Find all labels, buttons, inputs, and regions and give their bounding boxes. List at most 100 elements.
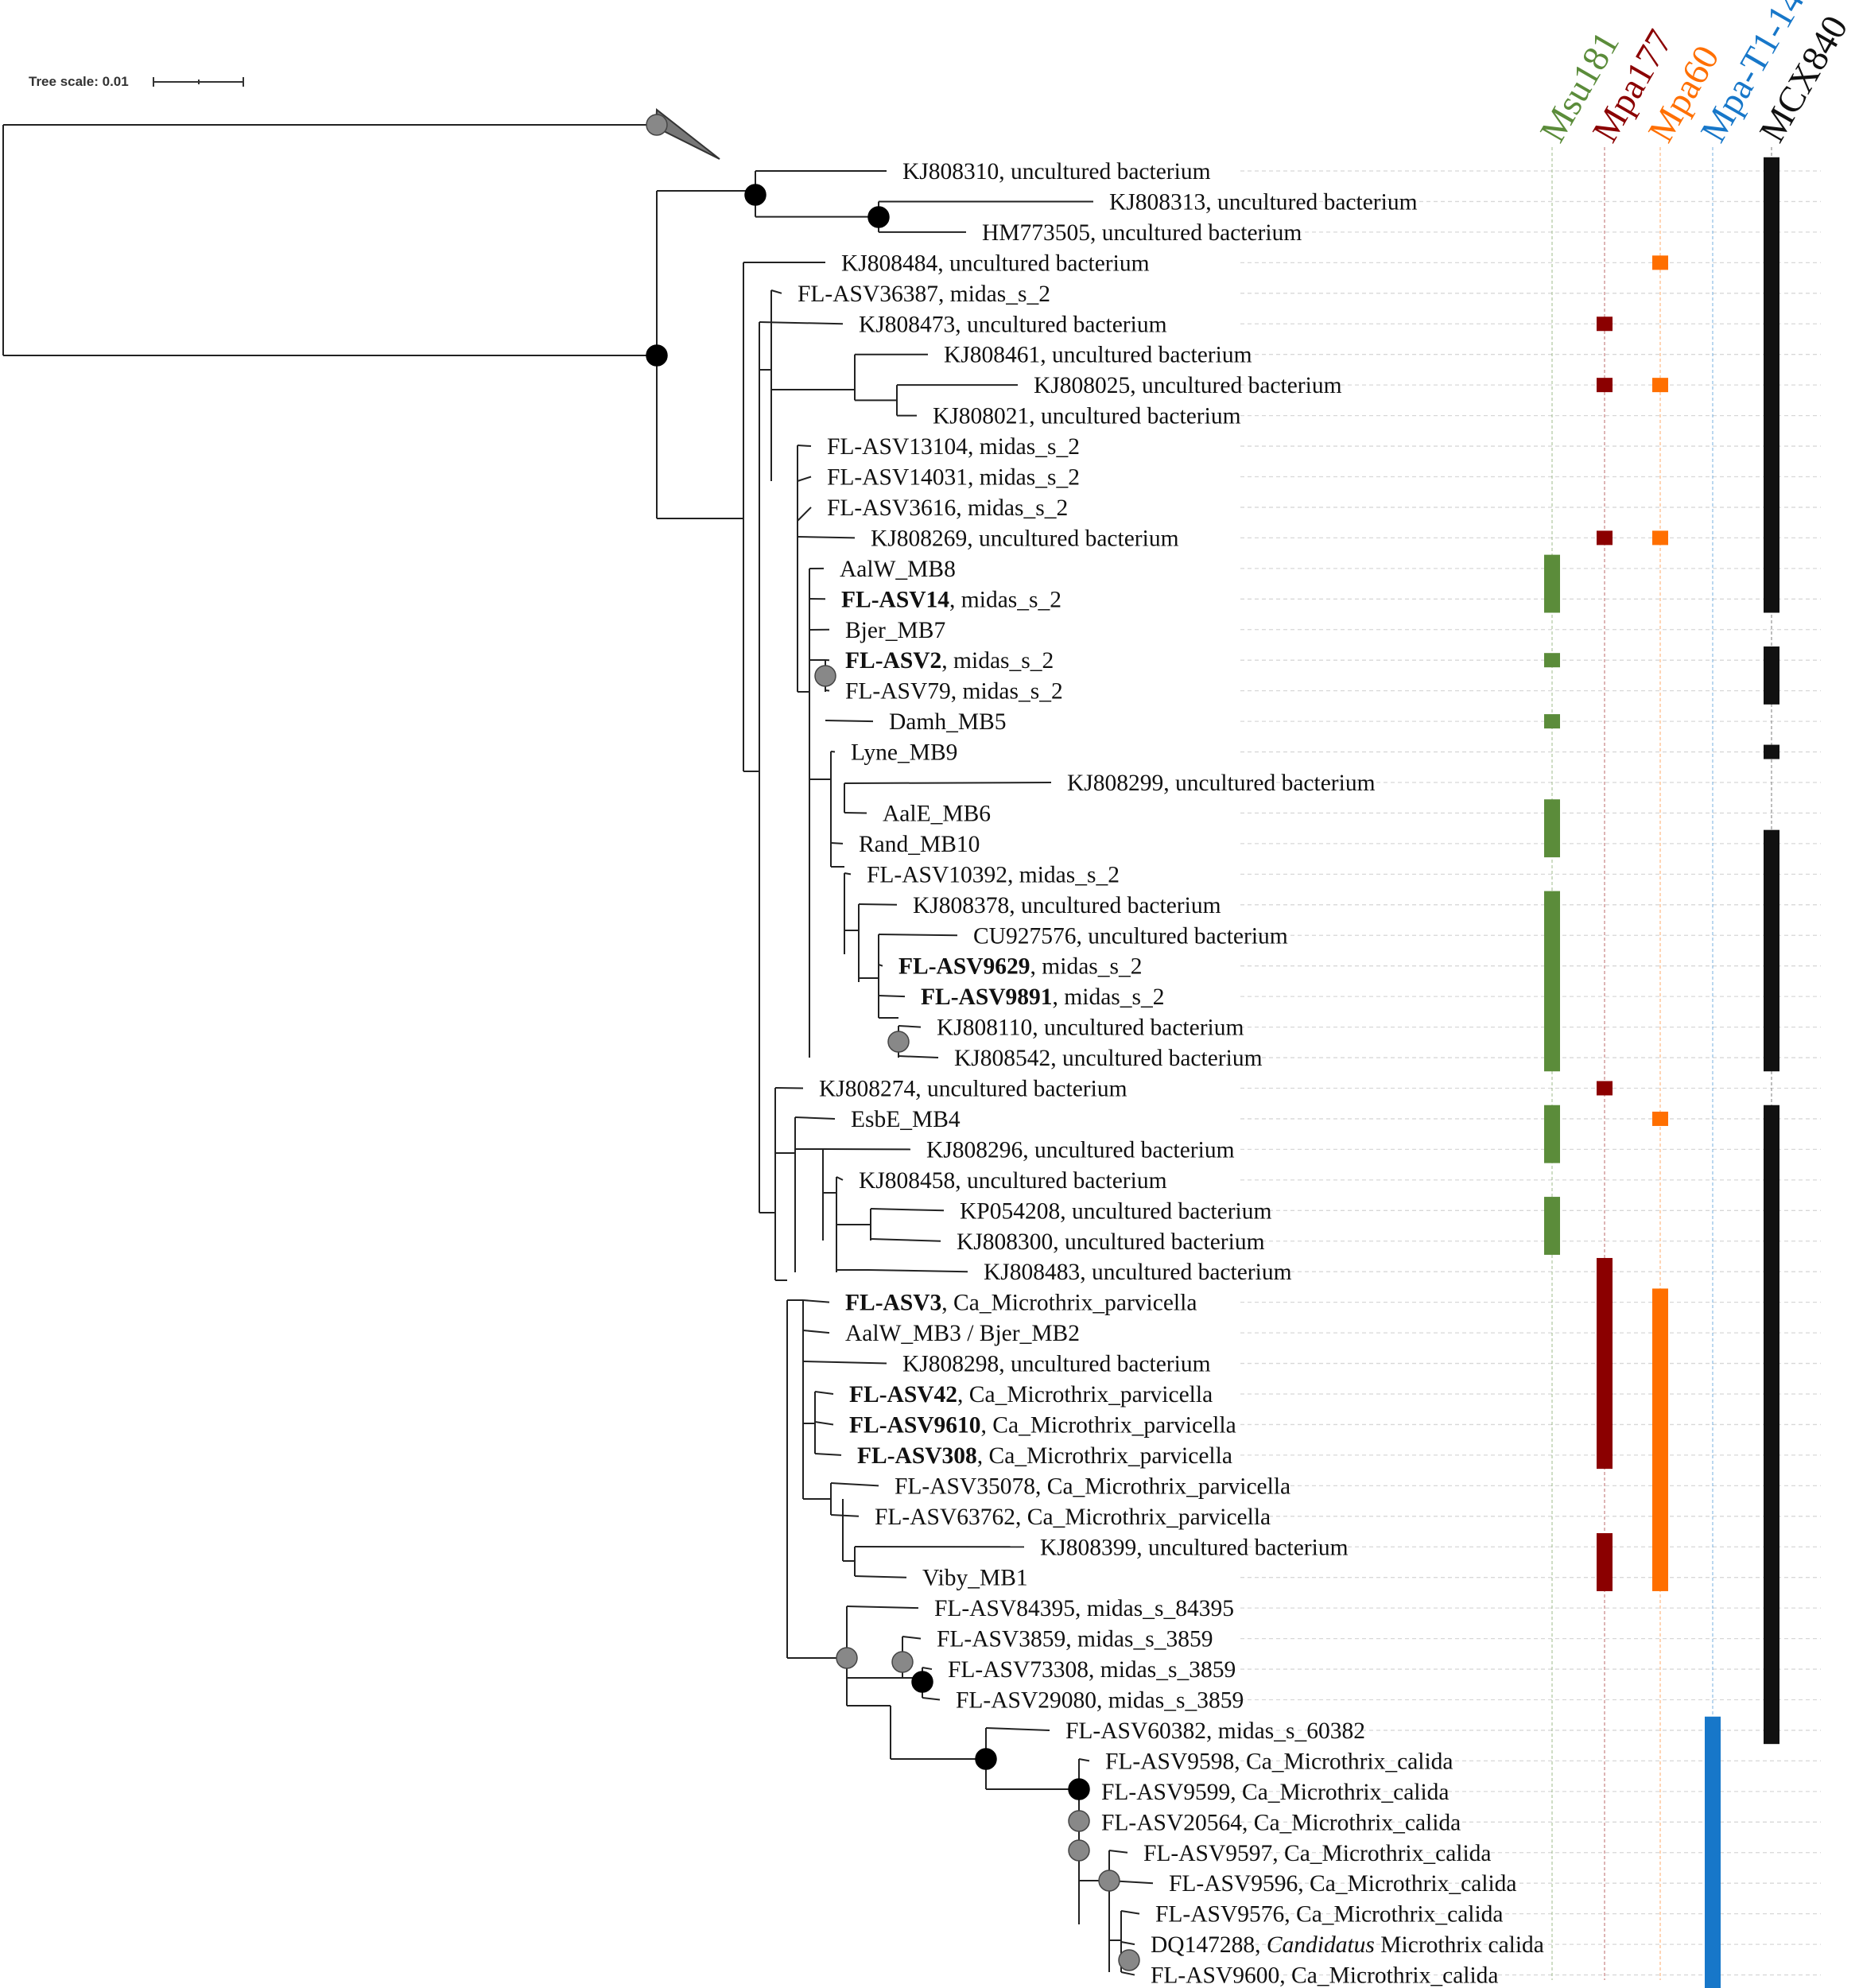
- tree-branch: [870, 1208, 945, 1212]
- leaf-label: FL-ASV42, Ca_Microthrix_parvicella: [849, 1382, 1213, 1408]
- bootstrap-node: [836, 1647, 858, 1669]
- leaf-label: AalE_MB6: [883, 801, 991, 826]
- bootstrap-node: [744, 184, 766, 206]
- tree-branch: [836, 1176, 844, 1181]
- leaf-label: FL-ASV3616, midas_s_2: [827, 495, 1068, 521]
- probe-match-bar: [1652, 378, 1668, 393]
- leaf-label: KJ808300, uncultured bacterium: [957, 1229, 1265, 1255]
- probe-match-bar: [1652, 255, 1668, 270]
- bootstrap-node: [1118, 1949, 1140, 1971]
- probe-match-bar: [1544, 799, 1560, 858]
- probe-match-bar: [1764, 1105, 1779, 1745]
- probe-match-bar: [1597, 316, 1613, 332]
- leaf-label: KJ808299, uncultured bacterium: [1067, 771, 1376, 796]
- leaf-label: Rand_MB10: [859, 832, 980, 857]
- tree-branch: [1120, 1910, 1140, 1915]
- tree-branch: [774, 1087, 804, 1089]
- leaf-guide-lines: [1240, 170, 1821, 1976]
- tree-branch: [1108, 1850, 1128, 1854]
- leaf-label: FL-ASV29080, midas_s_3859: [956, 1688, 1244, 1714]
- leaf-label: KJ808298, uncultured bacterium: [902, 1352, 1211, 1377]
- leaf-label: FL-ASV3, Ca_Microthrix_parvicella: [845, 1291, 1197, 1316]
- leaf-label: KJ808461, uncultured bacterium: [944, 343, 1252, 368]
- probe-match-bar: [1652, 1288, 1668, 1591]
- tree-branch: [759, 321, 844, 325]
- tree-branch: [825, 689, 830, 692]
- leaf-label: FL-ASV9610, Ca_Microthrix_parvicella: [849, 1412, 1236, 1438]
- probe-match-bar: [1764, 829, 1779, 1072]
- tree-scale-label: Tree scale: 0.01: [29, 74, 129, 89]
- leaf-label: KJ808269, uncultured bacterium: [871, 526, 1179, 551]
- tree-branch: [830, 1482, 879, 1487]
- leaf-label: AalW_MB3 / Bjer_MB2: [845, 1321, 1080, 1346]
- probe-match-bar: [1597, 1257, 1613, 1470]
- bootstrap-nodes: [646, 114, 1140, 1971]
- tree-branch: [878, 934, 958, 937]
- bootstrap-node: [1068, 1839, 1090, 1862]
- probe-match-bar: [1544, 554, 1560, 613]
- leaf-label: AalW_MB8: [840, 557, 956, 582]
- leaf-label: FL-ASV9598, Ca_Microthrix_calida: [1105, 1749, 1453, 1774]
- leaf-label: FL-ASV63762, Ca_Microthrix_parvicella: [875, 1505, 1271, 1530]
- tree-branch: [844, 782, 1052, 784]
- leaf-label: FL-ASV73308, midas_s_3859: [948, 1657, 1236, 1683]
- leaf-label: FL-ASV3859, midas_s_3859: [937, 1627, 1213, 1652]
- leaf-label: KJ808110, uncultured bacterium: [937, 1015, 1244, 1041]
- leaf-label: KJ808274, uncultured bacterium: [819, 1077, 1127, 1102]
- bootstrap-node: [887, 1031, 910, 1053]
- probe-match-bar: [1705, 1716, 1721, 1988]
- tree-branch: [1120, 1971, 1135, 1976]
- leaf-label: FL-ASV9891, midas_s_2: [921, 984, 1165, 1010]
- leaf-label: FL-ASV60382, midas_s_60382: [1065, 1718, 1365, 1744]
- leaf-label: KP054208, uncultured bacterium: [960, 1198, 1271, 1224]
- bootstrap-node: [646, 344, 668, 367]
- leaf-label: FL-ASV2, midas_s_2: [845, 648, 1054, 674]
- probe-match-bar: [1764, 646, 1779, 705]
- leaf-label: Viby_MB1: [922, 1566, 1028, 1591]
- leaf-label: KJ808025, uncultured bacterium: [1034, 373, 1342, 398]
- bootstrap-node: [1098, 1870, 1120, 1892]
- leaf-label: FL-ASV13104, midas_s_2: [827, 434, 1080, 460]
- tree-branch: [830, 1514, 860, 1517]
- leaf-label: KJ808458, uncultured bacterium: [859, 1168, 1167, 1194]
- bootstrap-node: [1068, 1778, 1090, 1800]
- leaf-label: KJ808021, uncultured bacterium: [933, 404, 1241, 429]
- leaf-label: Damh_MB5: [889, 709, 1007, 735]
- probe-match-bar: [1544, 714, 1560, 729]
- tree-branch: [802, 1299, 830, 1303]
- leaf-label: FL-ASV9599, Ca_Microthrix_calida: [1101, 1780, 1450, 1805]
- tree-branch: [814, 1421, 834, 1426]
- tree-branch: [797, 445, 812, 448]
- leaf-label: KJ808484, uncultured bacterium: [841, 250, 1150, 276]
- tree-branch: [1120, 1941, 1135, 1946]
- tree-branch: [830, 751, 836, 753]
- leaf-label: KJ808310, uncultured bacterium: [902, 159, 1211, 184]
- leaf-label: KJ808483, uncultured bacterium: [984, 1260, 1292, 1285]
- leaf-label: FL-ASV14031, midas_s_2: [827, 465, 1080, 491]
- leaf-label: FL-ASV20564, Ca_Microthrix_calida: [1101, 1810, 1461, 1835]
- probe-guide-lines: [1551, 147, 1772, 1980]
- probe-match-bar: [1652, 530, 1668, 546]
- bootstrap-node: [911, 1671, 933, 1693]
- tree-branch: [797, 476, 812, 482]
- leaf-label: FL-ASV36387, midas_s_2: [798, 282, 1050, 307]
- probe-match-bar: [1597, 530, 1613, 546]
- probe-match-bar: [1764, 744, 1779, 759]
- leaf-label: KJ808378, uncultured bacterium: [913, 893, 1221, 918]
- leaf-label: FL-ASV9600, Ca_Microthrix_calida: [1151, 1963, 1499, 1988]
- probe-match-bar: [1544, 1197, 1560, 1255]
- tree-branch: [898, 1025, 922, 1028]
- bootstrap-node: [646, 114, 668, 136]
- leaf-label: KJ808296, uncultured bacterium: [926, 1137, 1235, 1163]
- leaf-label: Lyne_MB9: [851, 740, 957, 766]
- leaf-label: KJ808399, uncultured bacterium: [1040, 1535, 1349, 1560]
- tree-branch: [846, 1606, 919, 1609]
- tree-branch: [898, 1055, 939, 1059]
- tree-branch: [797, 507, 812, 522]
- leaf-label: KJ808542, uncultured bacterium: [954, 1046, 1263, 1071]
- tree-branch: [878, 964, 883, 967]
- tree-scale: Tree scale: 0.01: [29, 74, 244, 89]
- probe-match-bar: [1544, 653, 1560, 668]
- leaf-label: FL-ASV9597, Ca_Microthrix_calida: [1143, 1841, 1492, 1866]
